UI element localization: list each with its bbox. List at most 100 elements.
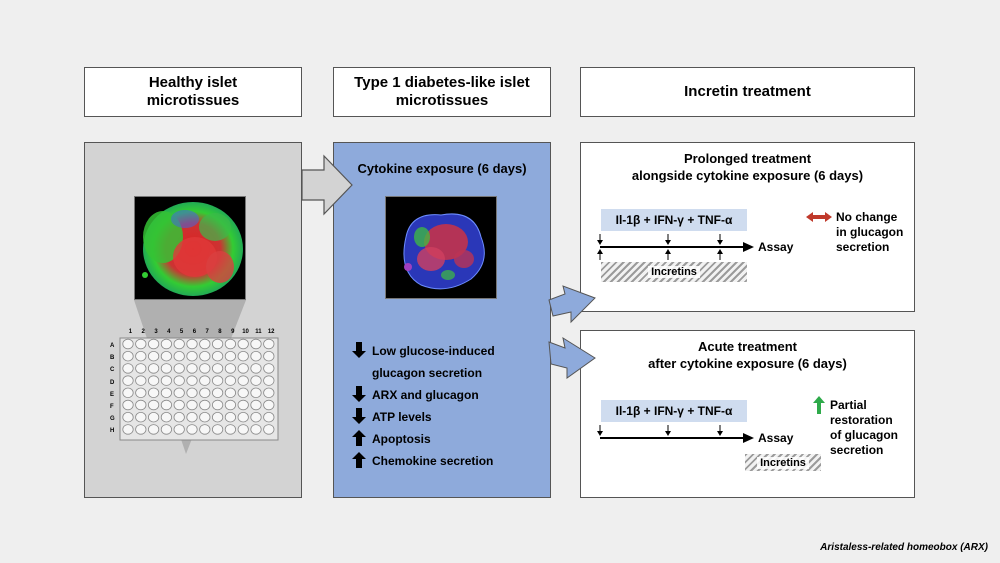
arrow-up-icon — [352, 451, 368, 471]
acute-outcome-line: restoration — [830, 413, 893, 427]
plate-well — [186, 363, 198, 374]
plate-well — [237, 411, 249, 423]
acute-title-line1: Acute treatment — [698, 339, 797, 354]
header-incretin: Incretin treatment — [580, 67, 915, 117]
effect-item: Low glucose-induced — [352, 340, 542, 362]
plate-well — [135, 375, 147, 386]
plate-well — [186, 411, 198, 423]
healthy-islet-image — [134, 196, 246, 300]
plate-column-label: 6 — [192, 329, 197, 335]
plate-well — [160, 387, 173, 399]
acute-assay-label: Assay — [758, 431, 794, 445]
prolonged-title-line2: alongside cytokine exposure (6 days) — [631, 168, 864, 183]
plate-well — [199, 351, 211, 362]
plate-well — [224, 411, 237, 423]
plate-column-label: 8 — [218, 329, 222, 335]
plate-well — [237, 338, 249, 350]
arrow-up-green-icon — [813, 396, 825, 414]
flow-arrow-healthy-to-t1d — [301, 154, 353, 216]
plate-well — [199, 375, 211, 386]
plate-well — [160, 424, 173, 435]
plate-well — [212, 387, 224, 399]
plate-column-label: 7 — [205, 329, 209, 335]
plate-column-label: 5 — [179, 329, 184, 335]
plate-well — [160, 338, 173, 350]
plate-well — [199, 338, 211, 350]
plate-well — [147, 338, 160, 350]
t1d-islet-illustration — [403, 213, 485, 290]
acute-timeline — [597, 425, 754, 443]
header-healthy: Healthy islet microtissues — [84, 67, 302, 117]
plate-well — [173, 399, 185, 411]
acute-cytokine-bar: Il-1β + IFN-γ + TNF-α — [601, 400, 747, 422]
arrow-up-icon — [352, 429, 368, 449]
acute-incretins-bar: Incretins — [745, 454, 821, 471]
plate-column-label: 12 — [267, 329, 275, 335]
plate-well — [212, 424, 224, 435]
effect-item: ARX and glucagon — [352, 384, 542, 406]
prolonged-outcome-line: secretion — [836, 240, 890, 254]
plate-well — [186, 424, 198, 435]
acute-outcome: Partial restoration of glucagon secretio… — [830, 398, 898, 458]
plate-well — [263, 424, 275, 435]
arrow-down-icon — [352, 407, 368, 427]
header-t1d: Type 1 diabetes-like islet microtissues — [333, 67, 551, 117]
plate-column-label: 11 — [255, 329, 262, 335]
prolonged-title: Prolonged treatment alongside cytokine e… — [580, 150, 915, 184]
plate-well — [186, 338, 198, 350]
plate-well — [135, 424, 147, 435]
plate-well — [263, 351, 275, 362]
plate-well — [250, 411, 262, 423]
plate-well — [250, 399, 262, 411]
plate-well — [237, 424, 249, 435]
plate-well — [250, 375, 262, 386]
header-t1d-text: Type 1 diabetes-like islet microtissues — [354, 74, 530, 109]
plate-well — [147, 387, 160, 399]
plate-row-label: G — [110, 416, 115, 423]
plate-well — [237, 351, 249, 362]
plate-well — [237, 375, 249, 386]
effect-text: glucagon secretion — [372, 366, 483, 380]
plate-row-label: H — [110, 428, 115, 435]
plate-well — [224, 363, 237, 374]
plate-row-label: B — [110, 355, 115, 362]
acute-outcome-line: Partial — [830, 398, 867, 412]
prolonged-assay-label: Assay — [758, 240, 794, 254]
effect-text: Apoptosis — [372, 432, 431, 446]
header-incretin-text: Incretin treatment — [684, 83, 811, 100]
plate-well — [122, 399, 134, 411]
plate-well — [147, 351, 160, 362]
plate-well — [263, 411, 275, 423]
plate-well — [147, 375, 160, 386]
plate-well — [212, 351, 224, 362]
plate-row-label: D — [110, 379, 115, 386]
plate-well — [122, 363, 134, 374]
plate-well — [173, 424, 185, 435]
prolonged-cytokine-bar: Il-1β + IFN-γ + TNF-α — [601, 209, 747, 231]
effect-text: ATP levels — [372, 410, 432, 424]
plate-well — [237, 399, 249, 411]
plate-well — [173, 363, 185, 374]
acute-incretins-label: Incretins — [757, 456, 809, 469]
plate-well — [199, 387, 211, 399]
plate-well — [173, 387, 185, 399]
plate-well — [250, 387, 262, 399]
prolonged-outcome-line: No change — [836, 210, 898, 224]
plate-well — [224, 387, 237, 399]
plate-well — [160, 363, 173, 374]
plate-well — [160, 351, 173, 362]
plate-column-label: 3 — [154, 329, 158, 335]
plate-column-label: 9 — [231, 329, 235, 335]
plate-well — [147, 363, 160, 374]
plate-column-label: 1 — [128, 329, 133, 335]
plate-well — [224, 375, 237, 386]
acute-outcome-line: of glucagon — [830, 428, 898, 442]
effect-text: ARX and glucagon — [372, 388, 479, 402]
arrow-down-icon — [352, 385, 368, 405]
plate-well — [212, 363, 224, 374]
acute-title-line2: after cytokine exposure (6 days) — [648, 356, 847, 371]
plate-well — [122, 387, 134, 399]
effect-text: Chemokine secretion — [372, 454, 494, 468]
double-arrow-icon — [806, 212, 832, 222]
